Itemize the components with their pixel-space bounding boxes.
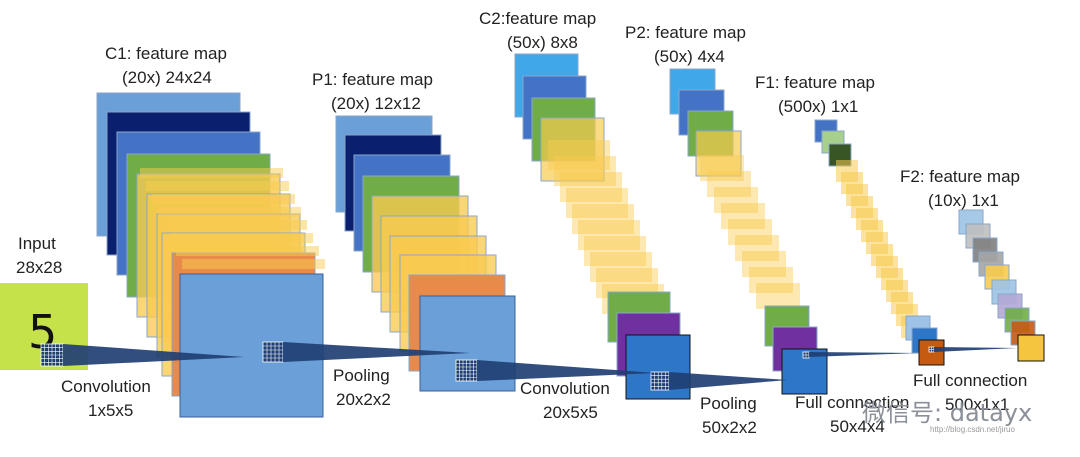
- fc2-projection: [934, 347, 1018, 352]
- p2-kernel-grid: [802, 351, 810, 359]
- fc1-size: 50x4x4: [830, 417, 885, 436]
- conv1-projection: [63, 344, 244, 366]
- c2-map: [554, 156, 616, 186]
- c2-map: [590, 252, 652, 282]
- p2-map: [749, 267, 793, 293]
- conv2-size: 20x5x5: [543, 403, 598, 422]
- blog-watermark: http://blog.csdn.net/jiruo: [930, 425, 1015, 434]
- f2-size: (10x) 1x1: [928, 191, 999, 210]
- p2-map: [742, 251, 786, 277]
- p2-map: [735, 235, 779, 261]
- p2-map: [721, 203, 765, 229]
- c1-size: (20x) 24x24: [122, 68, 212, 87]
- pool2-projection: [669, 372, 788, 390]
- p2-map: [695, 130, 742, 177]
- pool1-projection: [283, 342, 470, 362]
- pool2-size: 50x2x2: [702, 418, 757, 437]
- c1-map: [158, 207, 301, 217]
- fc1-projection: [809, 352, 919, 357]
- c1-map: [152, 194, 295, 204]
- c1-title: C1: feature map: [105, 44, 227, 63]
- f1-title: F1: feature map: [755, 73, 876, 92]
- c2-map: [566, 188, 628, 218]
- c2-map: [572, 204, 634, 234]
- wechat-watermark: 微信号: datayx: [862, 399, 1033, 427]
- conv2-title: Convolution: [520, 379, 610, 398]
- conv1-size: 1x5x5: [88, 401, 134, 420]
- c2-title: C2:feature map: [479, 9, 597, 28]
- c1-map: [182, 259, 325, 269]
- c1-kernel-grid: [262, 341, 284, 363]
- fc2-title: Full connection: [913, 371, 1028, 390]
- c1-map: [164, 220, 307, 230]
- f1-front-unit: [918, 339, 945, 366]
- conv2-projection: [477, 360, 656, 381]
- f1-size: (500x) 1x1: [778, 97, 859, 116]
- p1-title: P1: feature map: [312, 70, 433, 89]
- p1-size: (20x) 12x12: [331, 94, 421, 113]
- p2-map: [728, 219, 772, 245]
- fc1-title: Full connection: [795, 393, 910, 412]
- f2-front-unit: [1017, 334, 1045, 362]
- input-size: 28x28: [16, 258, 63, 277]
- p2-map: [700, 155, 744, 181]
- c1-map: [146, 181, 289, 191]
- conv1-title: Convolution: [61, 377, 151, 396]
- pool2-title: Pooling: [700, 394, 757, 413]
- pool1-size: 20x2x2: [336, 390, 391, 409]
- fc2-size: 500x1x1: [945, 395, 1010, 414]
- c1-map: [170, 233, 313, 243]
- f2-title: F2: feature map: [900, 167, 1021, 186]
- input-kernel-grid: [40, 343, 64, 367]
- c2-map: [560, 172, 622, 202]
- p2-size: (50x) 4x4: [654, 47, 725, 66]
- p1-kernel-grid: [455, 359, 478, 382]
- c1-map: [176, 246, 319, 256]
- p2-title: P2: feature map: [625, 23, 746, 42]
- f1-kernel-grid: [928, 346, 935, 353]
- c2-map: [540, 117, 605, 182]
- c2-kernel-grid: [650, 371, 670, 391]
- c2-map: [548, 140, 610, 170]
- p2-map: [714, 187, 758, 213]
- pool1-title: Pooling: [333, 366, 390, 385]
- p2-map: [756, 283, 800, 309]
- c2-map: [584, 236, 646, 266]
- c2-map: [578, 220, 640, 250]
- c2-size: (50x) 8x8: [507, 33, 578, 52]
- p2-map: [707, 171, 751, 197]
- input-title: Input: [18, 234, 56, 253]
- c1-map: [140, 168, 283, 178]
